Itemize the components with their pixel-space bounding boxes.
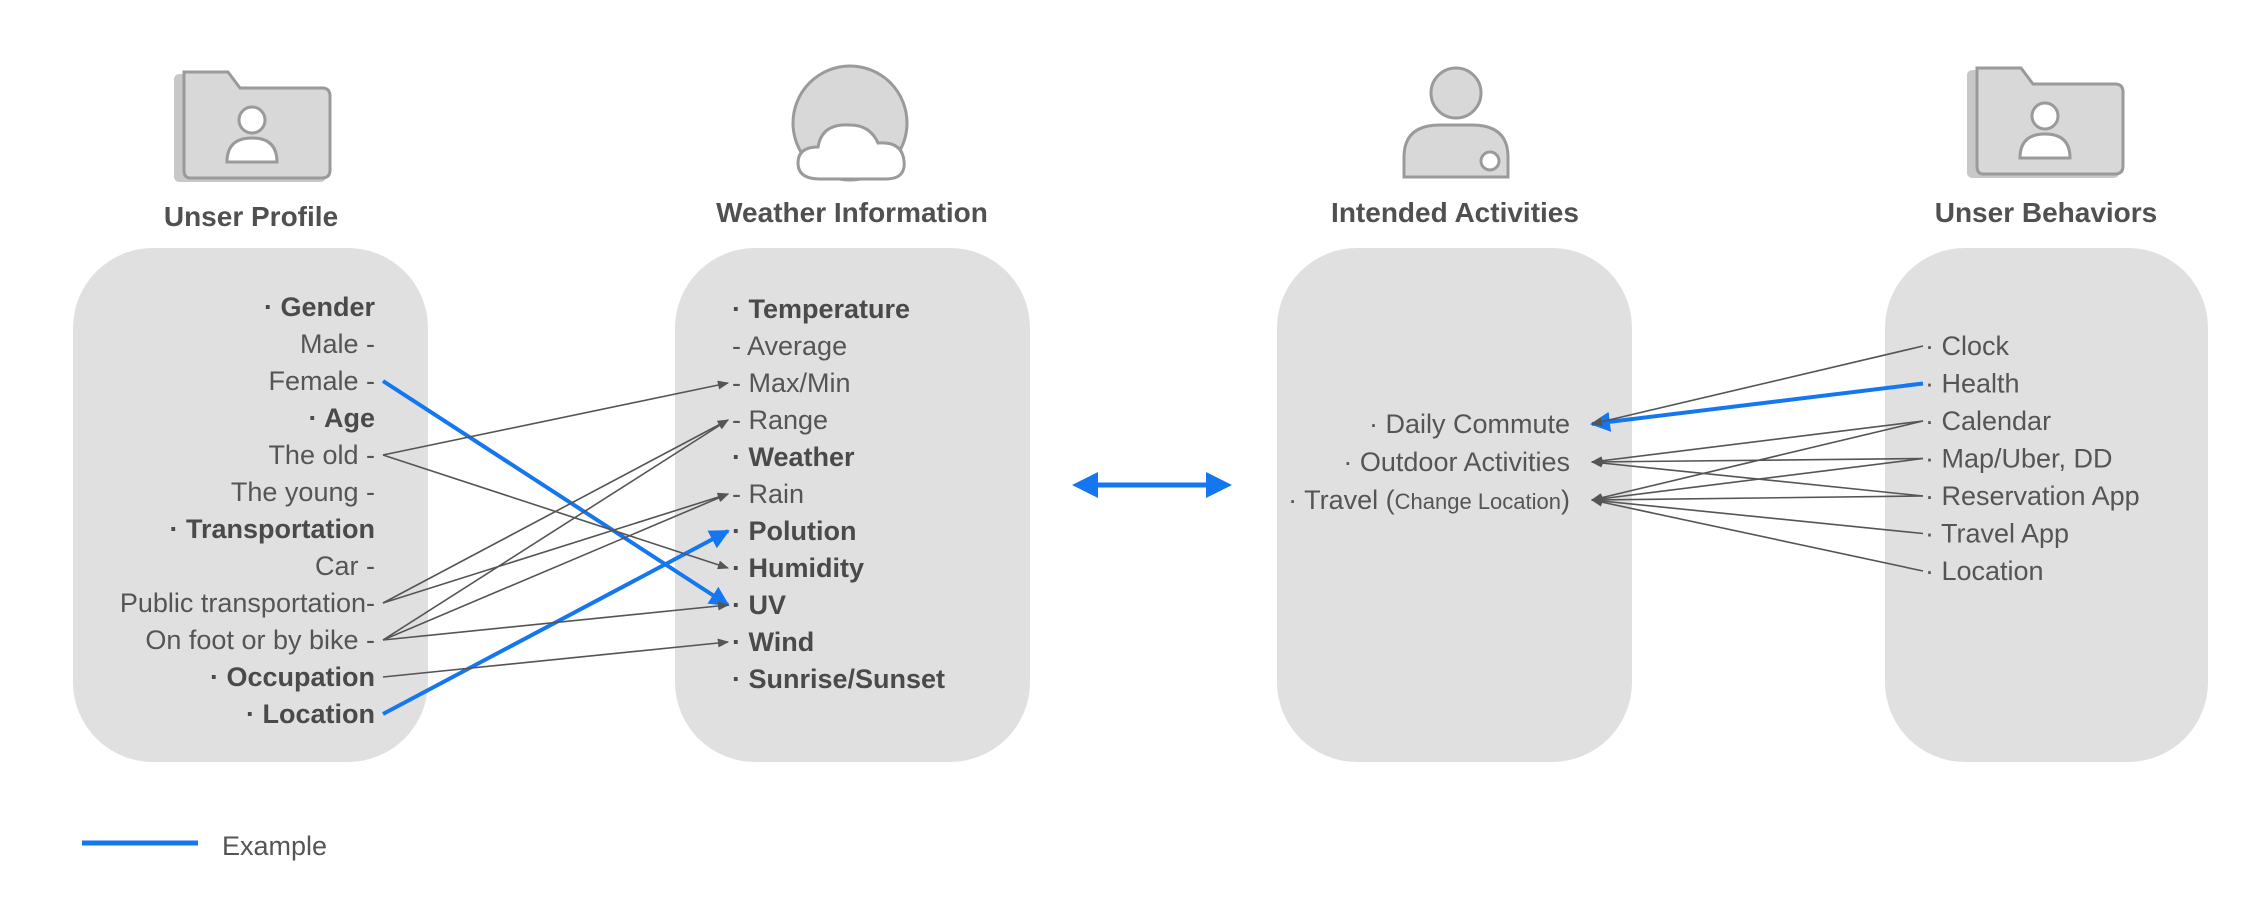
- item-calendar: · Calendar: [1925, 406, 2051, 436]
- item-age: · Age: [309, 403, 376, 433]
- weather-information-items: · Temperature - Average - Max/Min - Range · …: [732, 294, 945, 694]
- item-outdoor: · Outdoor Activities: [1343, 447, 1570, 477]
- item-uv: · UV: [732, 590, 786, 620]
- item-humidity: · Humidity: [732, 553, 864, 583]
- item-rain: - Rain: [732, 479, 804, 509]
- connector-occupation-to-wind: [382, 638, 730, 678]
- connector-reservation-to-outdoor: [1590, 458, 1924, 497]
- bidirectional-arrow: [1072, 472, 1232, 498]
- heading-user-profile: Unser Profile: [164, 201, 338, 232]
- item-location: · Location: [246, 699, 375, 729]
- panel-intended-activities: [1277, 248, 1632, 762]
- item-old: The old -: [268, 440, 375, 470]
- user-behaviors-items: · Clock · Health · Calendar · Map/Uber, DD ·…: [1925, 331, 2140, 586]
- connector-foot-to-uv: [382, 601, 730, 641]
- connector-health-to-commute: [1590, 381, 1924, 432]
- panel-user-behaviors: [1885, 248, 2208, 762]
- item-health: · Health: [1925, 369, 2020, 399]
- intended-activities-items: · Daily Commute · Outdoor Activities · Tra…: [1288, 409, 1570, 515]
- item-polution: · Polution: [732, 516, 856, 546]
- person-icon: [1402, 66, 1510, 179]
- item-female: Female -: [268, 366, 375, 396]
- item-travelapp: · Travel App: [1925, 519, 2069, 549]
- item-foot: On foot or by bike -: [145, 625, 375, 655]
- item-clock: · Clock: [1925, 331, 2010, 361]
- item-average: - Average: [732, 331, 847, 361]
- panel-weather-information: [675, 248, 1030, 762]
- item-sunrise: · Sunrise/Sunset: [732, 664, 945, 694]
- connector-female-to-uv: [381, 379, 730, 607]
- item-range: - Range: [732, 405, 828, 435]
- legend-label: Example: [222, 831, 327, 861]
- folder-user-icon: [1967, 66, 2125, 178]
- connector-public-to-rain: [382, 492, 730, 604]
- panel-user-profile: [73, 248, 428, 762]
- item-wind: · Wind: [732, 627, 814, 657]
- item-car: Car -: [315, 551, 375, 581]
- item-travel: · Travel (Change Location): [1288, 485, 1570, 515]
- item-temperature: · Temperature: [732, 294, 910, 324]
- connector-public-to-range: [382, 419, 729, 604]
- connector-foot-to-range: [382, 419, 729, 641]
- item-maxmin: - Max/Min: [732, 368, 851, 398]
- folder-user-icon: [174, 70, 332, 182]
- connector-reservation-to-travel: [1590, 495, 1924, 505]
- connector-map-to-outdoor: [1590, 457, 1924, 467]
- item-weather: · Weather: [732, 442, 855, 472]
- item-male: Male -: [300, 329, 375, 359]
- heading-intended-activities: Intended Activities: [1331, 197, 1579, 228]
- connector-travelapp-to-travel: [1590, 496, 1924, 535]
- item-gender: · Gender: [264, 292, 376, 322]
- legend: Example: [82, 831, 327, 861]
- item-commute: · Daily Commute: [1369, 409, 1570, 439]
- item-reservation: · Reservation App: [1925, 481, 2140, 511]
- heading-weather-information: Weather Information: [716, 197, 988, 228]
- connections: [381, 345, 1924, 716]
- item-location2: · Location: [1925, 556, 2044, 586]
- heading-user-behaviors: Unser Behaviors: [1935, 197, 2158, 228]
- connector-foot-to-rain: [382, 493, 730, 641]
- item-transportation: · Transportation: [169, 514, 375, 544]
- connector-clock-to-commute: [1590, 345, 1924, 427]
- item-public: Public transportation-: [120, 588, 375, 618]
- item-young: The young -: [231, 477, 375, 507]
- cloud-sun-icon: [791, 64, 909, 182]
- connector-location2-to-travel: [1590, 497, 1924, 572]
- connector-calendar-to-outdoor: [1590, 420, 1924, 466]
- item-occupation: · Occupation: [210, 662, 375, 692]
- item-map: · Map/Uber, DD: [1925, 444, 2113, 474]
- connector-old-to-maxmin: [382, 380, 730, 456]
